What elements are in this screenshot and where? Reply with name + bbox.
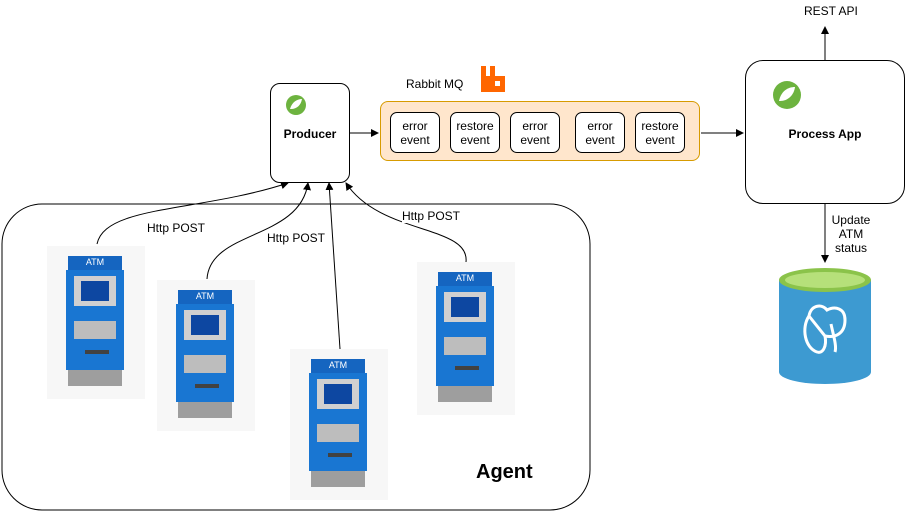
http-post-label-3: Http POST [402, 209, 461, 223]
process-app-label: Process App [788, 127, 862, 141]
http-post-label-2: Http POST [267, 231, 326, 245]
update-status-label: Update ATM status [826, 213, 876, 255]
atm-3[interactable]: ATM [290, 349, 388, 505]
atm-icon [157, 280, 255, 431]
queue-event-3[interactable]: error event [510, 112, 560, 153]
update-status-line-1: Update [831, 213, 871, 227]
queue-event-1-label: error event [400, 119, 430, 147]
queue-event-1[interactable]: error event [390, 112, 440, 153]
queue-event-5[interactable]: restore event [635, 112, 685, 153]
atm-4-label: ATM [455, 273, 475, 283]
arrow-atm4-producer [345, 182, 467, 263]
atm-4[interactable]: ATM [417, 262, 515, 420]
postgresql-database-icon [779, 268, 871, 384]
atm-icon [290, 349, 388, 500]
queue-event-4-label: error event [585, 119, 615, 147]
atm-2[interactable]: ATM [157, 280, 255, 436]
arrow-atm3-producer [325, 182, 341, 350]
arrow-atm1-producer [96, 181, 289, 245]
agent-label: Agent [476, 461, 533, 483]
spring-leaf-icon [773, 81, 801, 109]
spring-leaf-icon [286, 95, 306, 115]
http-post-label-1: Http POST [147, 221, 206, 235]
atm-icon [417, 262, 515, 415]
atm-2-label: ATM [195, 291, 215, 301]
atm-icon [47, 246, 145, 399]
queue-event-4[interactable]: error event [575, 112, 625, 153]
process-app-box[interactable]: Process App [745, 60, 905, 204]
queue-event-3-label: error event [520, 119, 550, 147]
atm-3-label: ATM [328, 360, 348, 370]
rest-api-label: REST API [804, 4, 858, 18]
update-status-line-3: status [834, 241, 867, 255]
rabbitmq-label: Rabbit MQ [406, 77, 464, 91]
atm-1[interactable]: ATM [47, 246, 145, 404]
agent-container [1, 203, 591, 511]
queue-event-2[interactable]: restore event [450, 112, 500, 153]
rabbitmq-icon [481, 66, 505, 92]
arrow-atm2-producer [206, 182, 311, 280]
producer-label: Producer [283, 127, 337, 141]
producer-box[interactable]: Producer [270, 83, 350, 183]
atm-1-label: ATM [85, 257, 105, 267]
queue-event-5-label: restore event [641, 119, 679, 147]
update-status-line-2: ATM [838, 227, 864, 241]
queue-event-2-label: restore event [456, 119, 494, 147]
